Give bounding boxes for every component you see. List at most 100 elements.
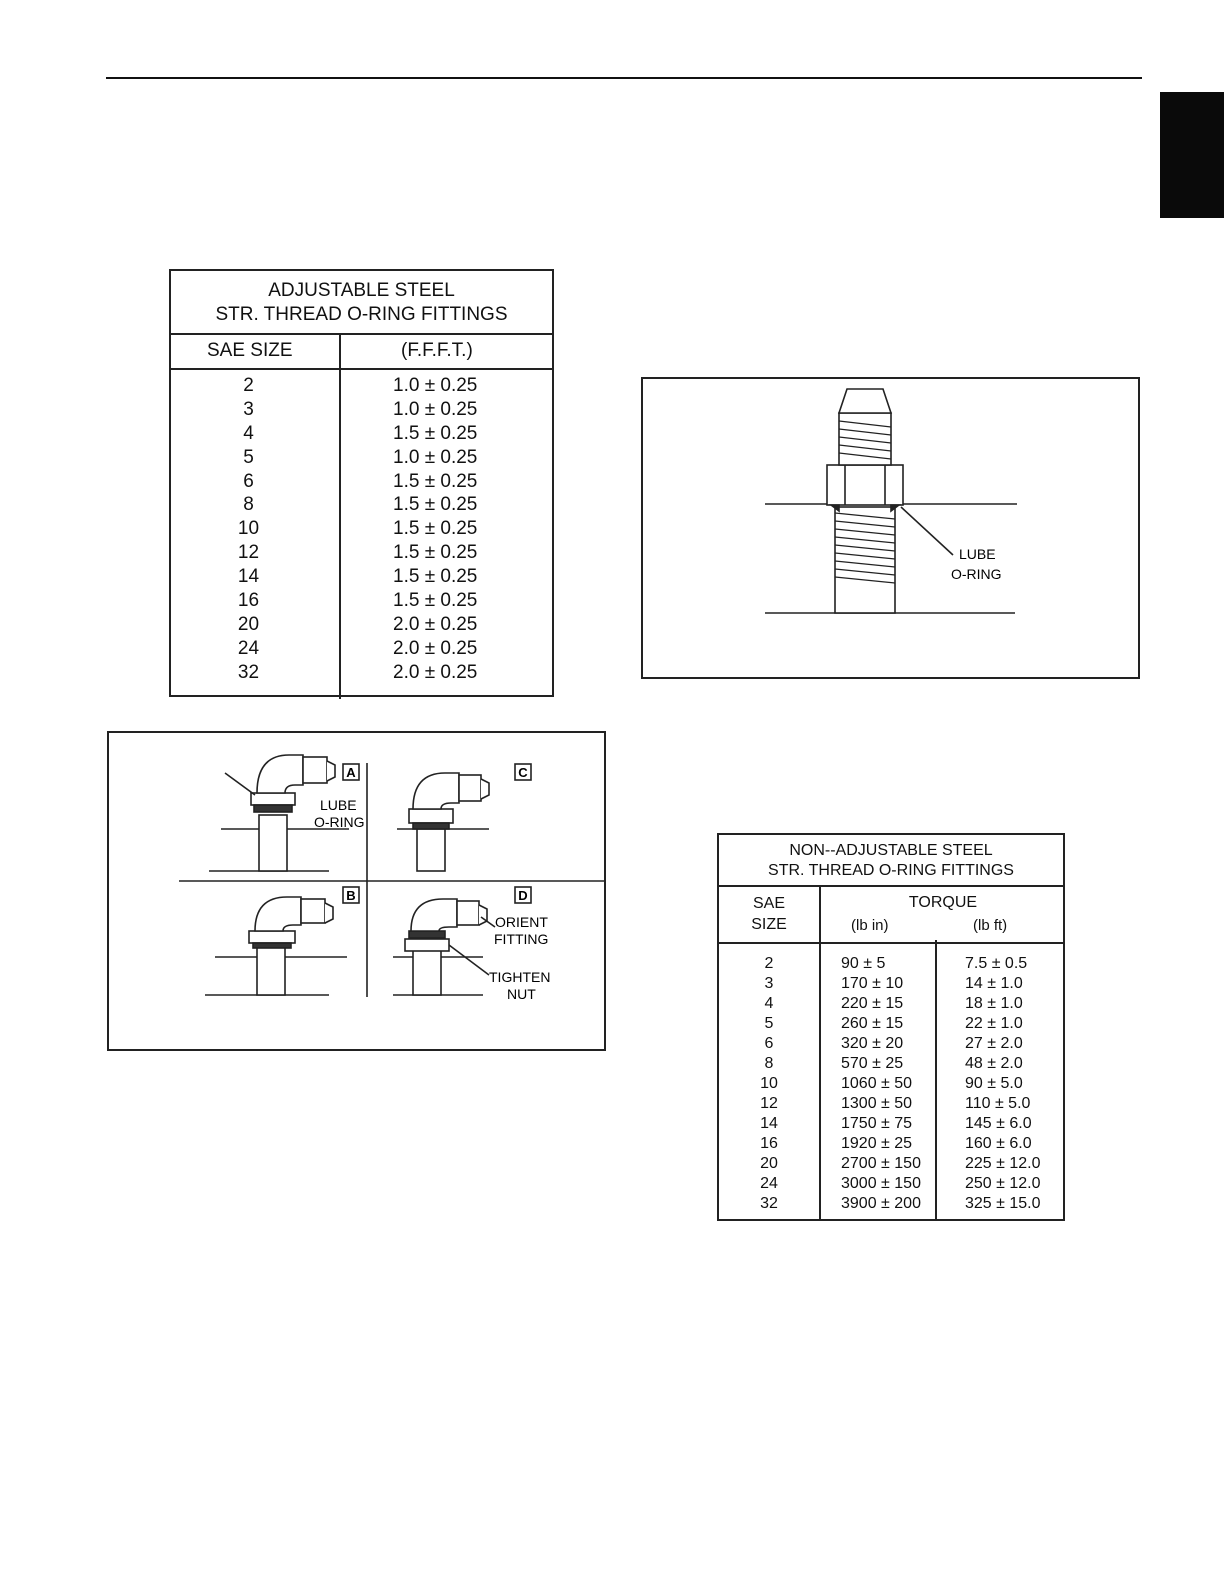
header-ffft: (F.F.F.T.) <box>401 340 473 361</box>
torque-lb-ft-cell: 325 ± 15.0 <box>965 1195 1041 1212</box>
adjustable-fittings-table: ADJUSTABLE STEEL STR. THREAD O-RING FITT… <box>169 269 554 699</box>
torque-lb-in-cell: 90 ± 5 <box>841 955 886 972</box>
torque-lb-ft-cell: 22 ± 1.0 <box>965 1015 1023 1032</box>
sae-size-cell: 6 <box>764 1035 774 1052</box>
table-title-line2: STR. THREAD O-RING FITTINGS <box>215 304 508 325</box>
column-divider <box>819 887 821 1221</box>
orient-label-line2: FITTING <box>494 931 548 947</box>
torque-lb-in-cell: 1300 ± 50 <box>841 1095 913 1112</box>
sae-size-cell: 14 <box>237 566 260 588</box>
table-row: 14 1.5 ± 0.25 <box>171 566 552 590</box>
torque-lb-ft-cell: 160 ± 6.0 <box>965 1135 1032 1152</box>
sae-size-cell: 3 <box>764 975 774 992</box>
sae-size-cell: 5 <box>764 1015 774 1032</box>
installation-steps-figure: A C B D LUBE O-RING ORIENT FITTING TIGHT… <box>107 731 606 1051</box>
torque-lb-in-cell: 260 ± 15 <box>841 1015 904 1032</box>
sae-size-cell: 24 <box>237 637 260 659</box>
torque-lb-in-cell: 1060 ± 50 <box>841 1075 913 1092</box>
step-label-c: C <box>518 765 528 780</box>
sae-size-cell: 5 <box>243 446 254 468</box>
table-title: ADJUSTABLE STEEL STR. THREAD O-RING FITT… <box>171 271 552 335</box>
step-label-d: D <box>518 888 527 903</box>
lube-label-line2: O-RING <box>951 566 1002 582</box>
header-sae-size: SAE SIZE <box>207 340 293 361</box>
step-label-b: B <box>346 888 355 903</box>
torque-lb-in-cell: 3900 ± 200 <box>841 1195 921 1212</box>
sae-size-cell: 2 <box>764 955 774 972</box>
ffft-cell: 1.0 ± 0.25 <box>393 375 478 396</box>
table-row: 8 570 ± 25 48 ± 2.0 <box>719 1055 1063 1075</box>
ffft-cell: 1.5 ± 0.25 <box>393 590 478 612</box>
column-divider <box>339 335 341 699</box>
ffft-cell: 1.5 ± 0.25 <box>393 566 478 588</box>
torque-lb-ft-cell: 225 ± 12.0 <box>965 1155 1041 1172</box>
sae-size-cell: 10 <box>760 1075 778 1092</box>
ffft-cell: 1.5 ± 0.25 <box>393 422 478 444</box>
sae-size-cell: 16 <box>237 590 260 612</box>
sae-size-cell: 10 <box>237 518 260 540</box>
sae-size-cell: 20 <box>237 613 260 635</box>
sae-size-cell: 24 <box>760 1175 778 1192</box>
torque-lb-in-cell: 170 ± 10 <box>841 975 904 992</box>
sae-size-cell: 32 <box>237 661 260 683</box>
fitting-step-b <box>205 896 347 996</box>
header-sae: SAE <box>752 895 785 912</box>
sae-size-cell: 12 <box>237 542 260 564</box>
header-size: SIZE <box>751 916 787 933</box>
ffft-cell: 1.5 ± 0.25 <box>393 494 478 516</box>
torque-lb-in-cell: 320 ± 20 <box>841 1035 904 1052</box>
lube-label-line1: LUBE <box>959 546 996 562</box>
sae-size-cell: 6 <box>243 470 254 492</box>
sae-size-cell: 16 <box>760 1135 778 1152</box>
fitting-step-d <box>393 898 496 996</box>
torque-lb-ft-cell: 90 ± 5.0 <box>965 1075 1023 1092</box>
torque-lb-in-cell: 3000 ± 150 <box>841 1175 921 1192</box>
fitting-step-c <box>397 772 490 872</box>
sae-size-cell: 2 <box>243 375 254 396</box>
torque-lb-ft-cell: 110 ± 5.0 <box>965 1095 1031 1112</box>
table-title-line1: NON--ADJUSTABLE STEEL <box>789 842 993 859</box>
table-row: 2 1.0 ± 0.25 <box>171 375 552 399</box>
table-header: SAE SIZE (F.F.F.T.) <box>171 335 552 370</box>
table-row: 3 1.0 ± 0.25 <box>171 399 552 423</box>
orient-label-line1: ORIENT <box>495 914 548 930</box>
header-torque: TORQUE <box>908 894 978 911</box>
table-row: 10 1060 ± 50 90 ± 5.0 <box>719 1075 1063 1095</box>
tighten-label-line1: TIGHTEN <box>489 969 550 985</box>
ffft-cell: 1.0 ± 0.25 <box>393 398 478 420</box>
torque-lb-in-cell: 570 ± 25 <box>841 1055 904 1072</box>
nonadjustable-fitting-figure: LUBE O-RING <box>641 377 1140 679</box>
torque-lb-ft-cell: 27 ± 2.0 <box>965 1035 1023 1052</box>
sae-size-cell: 3 <box>243 398 254 420</box>
step-label-a: A <box>346 765 356 780</box>
sae-size-cell: 4 <box>243 422 254 444</box>
sae-size-cell: 4 <box>764 995 774 1012</box>
torque-lb-in-cell: 1920 ± 25 <box>841 1135 913 1152</box>
torque-lb-ft-cell: 14 ± 1.0 <box>965 975 1023 992</box>
sae-size-cell: 32 <box>760 1195 778 1212</box>
sae-size-cell: 8 <box>764 1055 774 1072</box>
torque-lb-ft-cell: 48 ± 2.0 <box>965 1055 1023 1072</box>
torque-lb-ft-cell: 18 ± 1.0 <box>965 995 1023 1012</box>
sae-size-cell: 14 <box>760 1115 778 1132</box>
header-lb-in: (lb in) <box>851 917 889 934</box>
torque-lb-ft-cell: 250 ± 12.0 <box>965 1175 1041 1192</box>
header-rule <box>106 77 1142 79</box>
table-row: 24 3000 ± 150 250 ± 12.0 <box>719 1175 1063 1195</box>
table-row: 16 1920 ± 25 160 ± 6.0 <box>719 1135 1063 1155</box>
table-title-line1: ADJUSTABLE STEEL <box>268 280 455 301</box>
section-tab-marker <box>1160 92 1224 218</box>
